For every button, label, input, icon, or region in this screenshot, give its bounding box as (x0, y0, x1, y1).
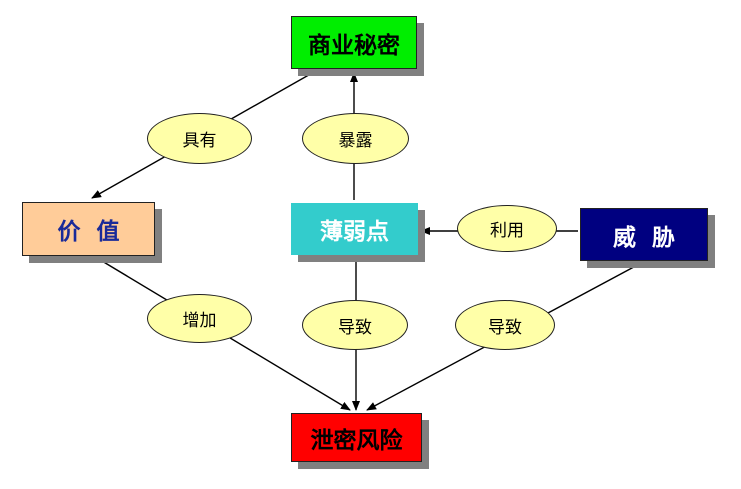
edge-label-uses: 利用 (457, 205, 557, 252)
edge-label-has: 具有 (147, 113, 252, 164)
node-threat: 威 胁 (580, 208, 708, 261)
node-leak-risk: 泄密风险 (291, 413, 422, 462)
edge-label-increases: 增加 (147, 294, 252, 343)
edge-label-leads-to-2: 导致 (455, 300, 555, 350)
node-trade-secret: 商业秘密 (291, 16, 417, 69)
node-vulnerability: 薄弱点 (291, 203, 418, 255)
edge-label-exposes: 暴露 (302, 113, 409, 164)
edge-label-leads-to-1: 导致 (302, 300, 408, 350)
node-value: 价 值 (22, 202, 155, 256)
